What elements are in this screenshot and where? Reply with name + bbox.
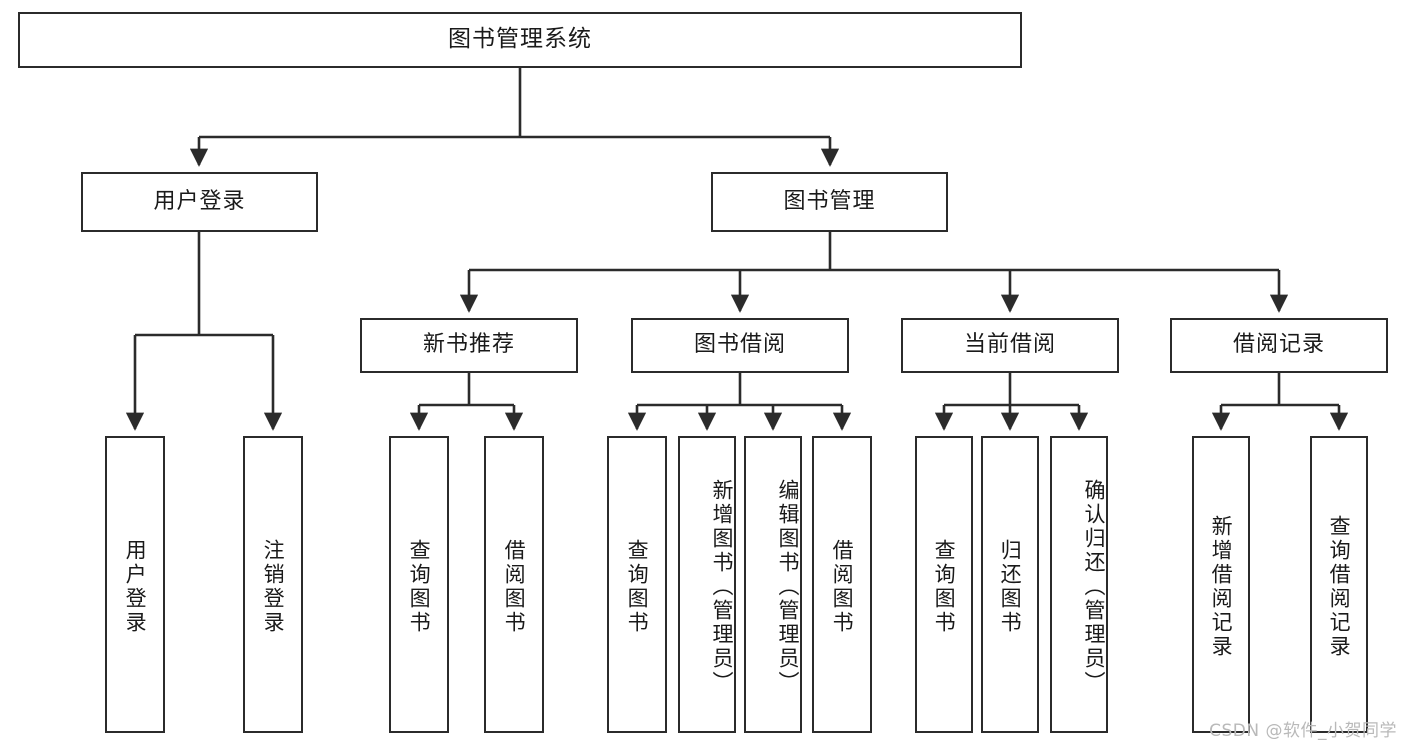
leaf-borrow-book-rec: 借阅图书 [484, 436, 544, 733]
leaf-user-login: 用户登录 [105, 436, 165, 733]
leaf-query-book-rec: 查询图书 [389, 436, 449, 733]
leaf-query-book-current: 查询图书 [915, 436, 973, 733]
leaf-add-book-admin: 新增图书（管理员） [678, 436, 736, 733]
node-book-management: 图书管理 [711, 172, 948, 232]
leaf-borrow-book: 借阅图书 [812, 436, 872, 733]
node-root-system: 图书管理系统 [18, 12, 1022, 68]
leaf-return-book: 归还图书 [981, 436, 1039, 733]
node-book-borrow: 图书借阅 [631, 318, 849, 373]
node-current-borrow: 当前借阅 [901, 318, 1119, 373]
leaf-query-book-borrow: 查询图书 [607, 436, 667, 733]
leaf-edit-book-admin: 编辑图书（管理员） [744, 436, 802, 733]
node-new-book-recommend: 新书推荐 [360, 318, 578, 373]
leaf-logout: 注销登录 [243, 436, 303, 733]
node-user-login: 用户登录 [81, 172, 318, 232]
node-borrow-record: 借阅记录 [1170, 318, 1388, 373]
leaf-add-borrow-record: 新增借阅记录 [1192, 436, 1250, 733]
csdn-watermark: CSDN @软件_小贺同学 [1209, 721, 1397, 741]
leaf-confirm-return-admin: 确认归还（管理员） [1050, 436, 1108, 733]
leaf-query-borrow-record: 查询借阅记录 [1310, 436, 1368, 733]
